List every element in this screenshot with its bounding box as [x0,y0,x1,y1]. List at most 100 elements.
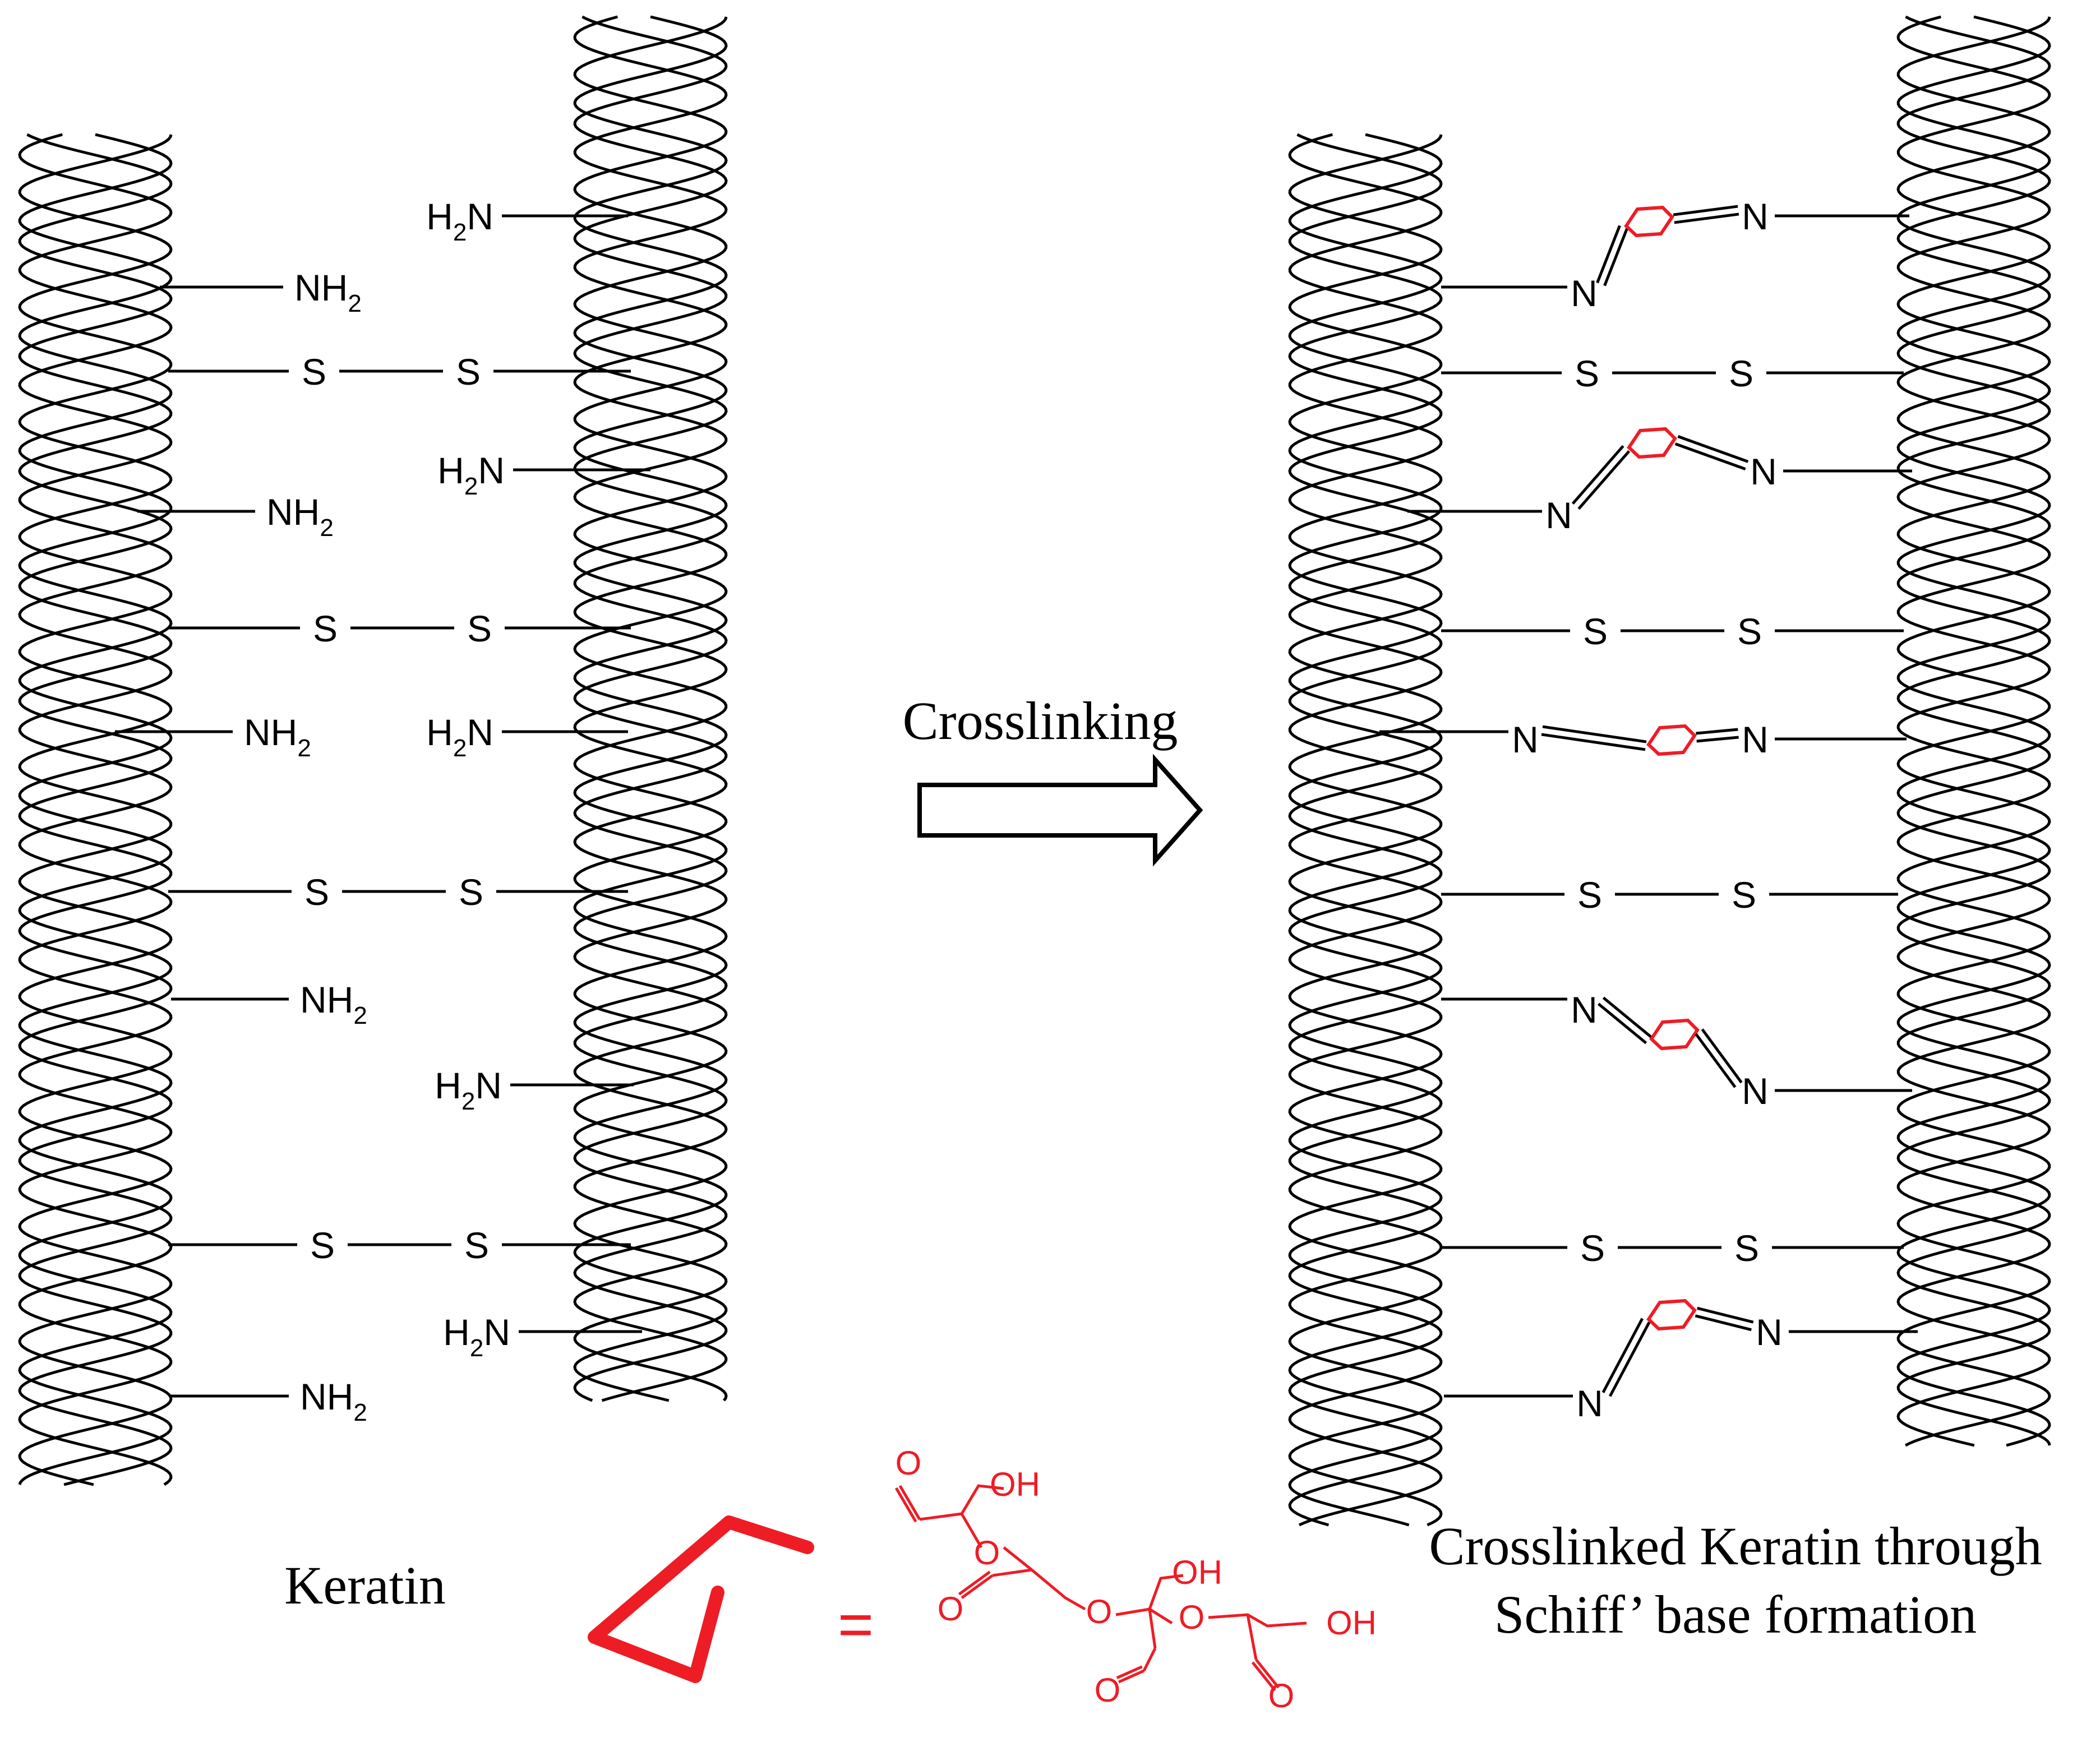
crosslinker-chair-icon [1649,1018,1700,1051]
amine-n: N [478,450,505,491]
hydroxyl-label: OH [1172,1554,1222,1591]
sulfur-label: S [1575,353,1599,394]
imine-double-bond [1695,1033,1737,1088]
helix-left-a-strand [18,134,173,1486]
arrow-label: Crosslinking [903,691,1178,751]
carbonyl-bond [898,1485,921,1521]
chain-bond [960,1513,983,1549]
keratin-bonds [115,214,650,1398]
imine-n-label: N [1512,719,1539,760]
subscript-2: 2 [320,514,333,542]
oxygen-label: O [1095,1671,1121,1709]
chain-bond [1115,1607,1173,1625]
nh2-label: NH2 [300,979,367,1029]
crosslinker-structure [894,1484,1307,1692]
subscript-2: 2 [353,1399,367,1426]
chain-bond [1142,1647,1157,1672]
imine-double-bond [1674,442,1746,470]
oxygen-label: O [896,1444,922,1482]
imine-double-bond [1701,1028,1743,1084]
sulfur-label: S [1583,611,1608,652]
helix-left-b-strand [573,16,728,1402]
sulfur-label: S [302,351,326,392]
sulfur-label: S [1580,1227,1605,1269]
sulfur-label: S [467,608,492,649]
sulfur-label: S [1729,353,1753,394]
helix-right-b-strand [1896,15,2051,1447]
subscript-2: 2 [348,290,361,317]
imine-double-bond [1673,205,1738,216]
chain-bond [992,1568,1032,1577]
subscript-2: 2 [353,1002,367,1029]
sulfur-label: S [456,351,481,392]
amine-n: N [467,711,493,753]
imine-n-label: N [1576,1383,1603,1424]
helix-right-a-strand [1288,134,1443,1527]
chain-bond [1003,1546,1086,1611]
imine-n-label: N [1545,495,1572,536]
carbonyl-bond [1251,1661,1276,1692]
sulfur-label: S [1734,1227,1759,1269]
subscript-2: 2 [461,1088,475,1115]
imine-n-label: N [1571,272,1598,314]
sulfur-label: S [1577,874,1602,916]
helix-left-a-strand [18,133,173,1485]
imine-n-label: N [1571,989,1598,1031]
imine-n-label: N [1756,1311,1783,1353]
imine-double-bond [1597,1002,1647,1045]
imine-n-label: N [1742,196,1769,237]
ring-oxygen-label: O [1086,1593,1113,1630]
oxygen-label: O [938,1590,964,1628]
sulfur-label: S [310,1224,335,1266]
imine-double-bond [1677,435,1749,463]
imine-n-label: N [1742,719,1769,760]
amine-n: N [467,196,493,237]
imine-double-bond [1603,228,1628,286]
imine-n-label: N [1742,1070,1769,1112]
amine-n: N [475,1065,502,1106]
ring-oxygen-label: O [974,1534,1000,1572]
sulfur-label: S [464,1224,489,1266]
chain-bond [1148,1609,1157,1649]
imine-double-bond [1601,1318,1644,1393]
helix-left-a-strand [18,133,173,1486]
h2n-label: H2N [426,196,493,246]
helix-right-a-strand [1288,133,1443,1527]
crosslinked-bonds [1379,205,1918,1398]
oxygen-label: O [1268,1677,1295,1715]
hydroxyl-label: OH [990,1466,1040,1503]
helix-left-b-strand [573,15,728,1402]
crosslinker-chair-icon [1646,1298,1697,1331]
nh2-label: NH2 [300,1376,367,1426]
carbonyl-bond [961,1574,994,1600]
keratin-helices [18,15,2051,1527]
h2n-label: H2N [443,1311,510,1362]
sulfur-label: S [313,608,338,649]
helix-left-a-strand [18,133,173,1486]
subscript-2: 2 [297,734,311,762]
h2n-label: H2N [437,450,505,500]
nh2-label: NH2 [294,267,362,317]
sulfur-label: S [1737,611,1762,652]
legend-equals: = [838,1590,874,1659]
imine-double-bond [1608,1321,1651,1397]
imine-double-bond [1695,1314,1752,1332]
imine-double-bond [1696,736,1739,743]
subscript-2: 2 [453,219,467,246]
imine-double-bond [1696,728,1738,735]
imine-n-label: N [1750,451,1777,492]
chain-bond [1208,1613,1307,1628]
carbonyl-bond [1116,1665,1143,1679]
subscript-2: 2 [453,734,467,762]
imine-double-bond [1697,1306,1754,1324]
subscript-2: 2 [470,1334,483,1362]
h2n-label: H2N [435,1065,502,1115]
carbonyl-bond [1255,1658,1280,1689]
imine-double-bond [1541,733,1646,751]
crosslinker-chair-icon [1627,427,1677,459]
helix-right-b-strand [1896,15,2051,1446]
imine-double-bond [1542,725,1647,743]
